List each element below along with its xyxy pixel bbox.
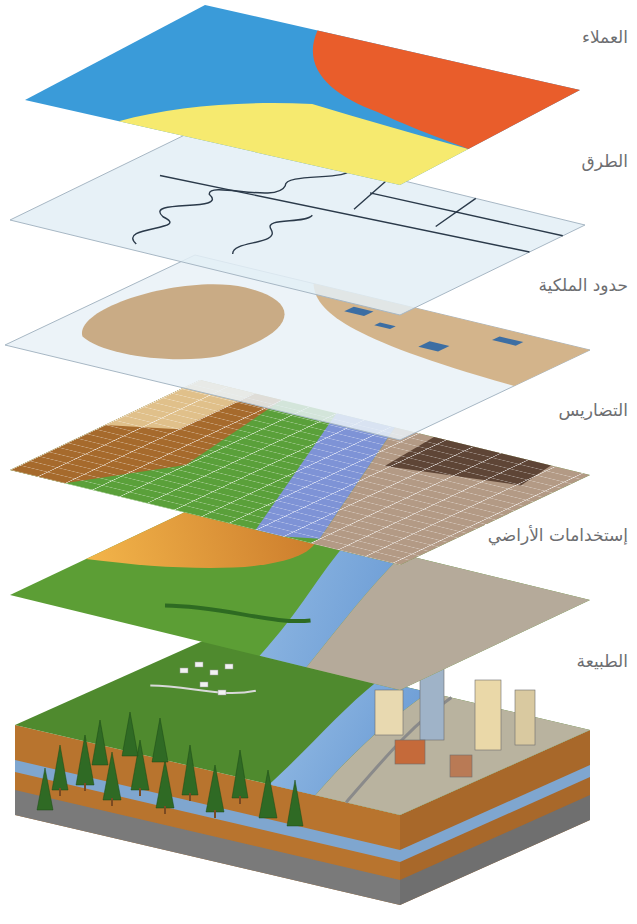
layer-label: إستخدامات الأراضي <box>485 524 631 546</box>
layer-label: العملاء <box>579 26 631 48</box>
nature-block <box>15 640 590 905</box>
layer-label: حدود الملكية <box>535 274 631 296</box>
layer-label: الطبيعة <box>574 650 631 672</box>
customers-layer <box>25 5 580 185</box>
layer-label: الطرق <box>579 150 631 172</box>
layer-label: التضاريس <box>555 399 631 421</box>
